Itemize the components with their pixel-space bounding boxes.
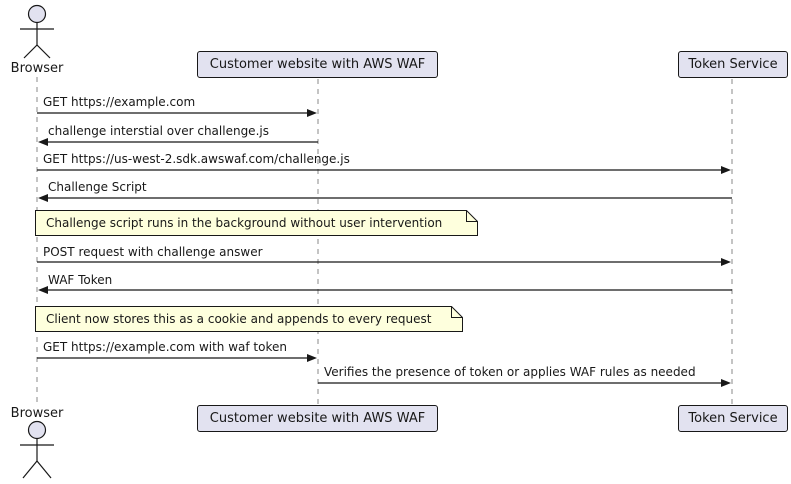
participant-token-service-bottom: Token Service (678, 405, 788, 432)
message-get-challenge-js: GET https://us-west-2.sdk.awswaf.com/cha… (43, 152, 350, 166)
actor-browser-bottom-label: Browser (10, 406, 64, 421)
message-post-challenge-answer: POST request with challenge answer (43, 245, 263, 259)
participant-token-service-label: Token Service (688, 411, 778, 426)
message-get-example: GET https://example.com (43, 95, 196, 109)
message-arrows (37, 109, 732, 387)
note-client-stores-cookie: Client now stores this as a cookie and a… (35, 306, 463, 332)
note-text: Client now stores this as a cookie and a… (46, 312, 432, 326)
message-challenge-interstial: challenge interstial over challenge.js (48, 124, 269, 138)
message-waf-token: WAF Token (48, 273, 113, 287)
participant-customer-website-label: Customer website with AWS WAF (209, 57, 426, 72)
note-challenge-script-background: Challenge script runs in the background … (35, 210, 478, 236)
message-verifies-token: Verifies the presence of token or applie… (324, 365, 696, 379)
actor-browser-top-label: Browser (10, 61, 64, 76)
participant-customer-website-label: Customer website with AWS WAF (209, 411, 426, 426)
participant-customer-website-top: Customer website with AWS WAF (197, 51, 438, 78)
participant-token-service-label: Token Service (688, 57, 778, 72)
participant-token-service-top: Token Service (678, 51, 788, 78)
message-get-with-waf-token: GET https://example.com with waf token (43, 340, 287, 354)
note-fold-icon (466, 210, 478, 222)
actor-browser-top-icon (20, 4, 54, 59)
actor-browser-bottom-icon (20, 420, 54, 479)
note-fold-icon (451, 306, 463, 318)
message-challenge-script: Challenge Script (48, 180, 147, 194)
note-text: Challenge script runs in the background … (46, 216, 443, 230)
participant-customer-website-bottom: Customer website with AWS WAF (197, 405, 438, 432)
